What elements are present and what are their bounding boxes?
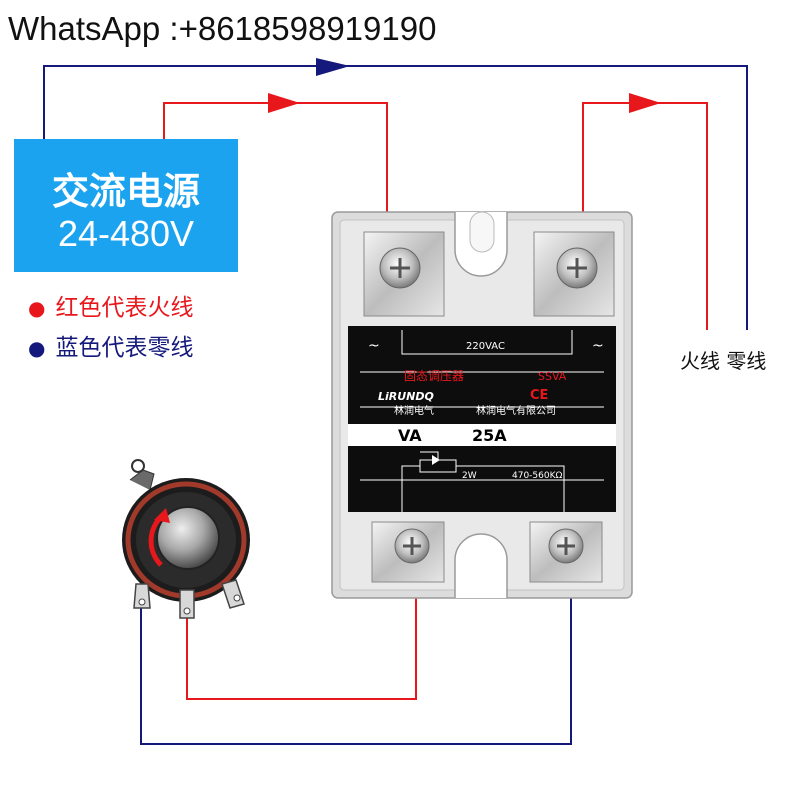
live-wire-pot: [186, 560, 417, 700]
company-name: 林润电气有限公司: [476, 404, 556, 417]
relay-ce-mark: CE: [530, 388, 548, 403]
terminal-bottom-left: [371, 521, 445, 583]
relay-current: 25A: [472, 426, 507, 445]
relay-type: VA: [398, 426, 422, 445]
terminal-top-right: [533, 231, 615, 317]
pot-power-rating: 2W: [462, 471, 477, 481]
legend-neutral-wire: ● 蓝色代表零线: [28, 328, 193, 362]
solid-state-relay: ~ ~ 220VAC 固态调压器 SSVA CE LiRUNDQ 林润电气 林润…: [331, 211, 633, 599]
terminal-bottom-right: [529, 521, 603, 583]
relay-tilde-right: ~: [592, 338, 604, 354]
neutral-arrow: [316, 58, 350, 76]
power-source-title: 交流电源: [52, 170, 200, 213]
terminal-top-left: [363, 231, 445, 317]
red-bullet-icon: ●: [28, 296, 46, 320]
relay-tilde-left: ~: [368, 338, 380, 354]
legend-live-wire: ● 红色代表火线: [28, 288, 193, 322]
pot-resistance-range: 470-560KΩ: [512, 471, 563, 481]
power-source-voltage: 24-480V: [57, 213, 195, 254]
ac-power-source-box: 交流电源 24-480V: [14, 139, 238, 272]
relay-model: SSVA: [538, 370, 567, 383]
potentiometer: [122, 459, 250, 619]
live-arrow-1: [268, 93, 300, 113]
neutral-wires: [43, 65, 748, 745]
neutral-wire-top: [43, 65, 748, 330]
relay-voltage: 220VAC: [466, 341, 505, 352]
neutral-wire-bottom: [140, 560, 572, 745]
relay-name: 固态调压器: [404, 369, 464, 383]
live-arrow-2: [629, 93, 661, 113]
brand-logo: LiRUNDQ: [378, 390, 434, 403]
blue-bullet-icon: ●: [28, 336, 46, 360]
brand-cn: 林润电气: [394, 404, 434, 417]
whatsapp-contact: WhatsApp :+8618598919190: [8, 10, 437, 47]
load-label: 火线 零线: [680, 349, 767, 373]
legend-neutral-text: 蓝色代表零线: [55, 335, 194, 361]
legend-live-text: 红色代表火线: [55, 295, 194, 321]
